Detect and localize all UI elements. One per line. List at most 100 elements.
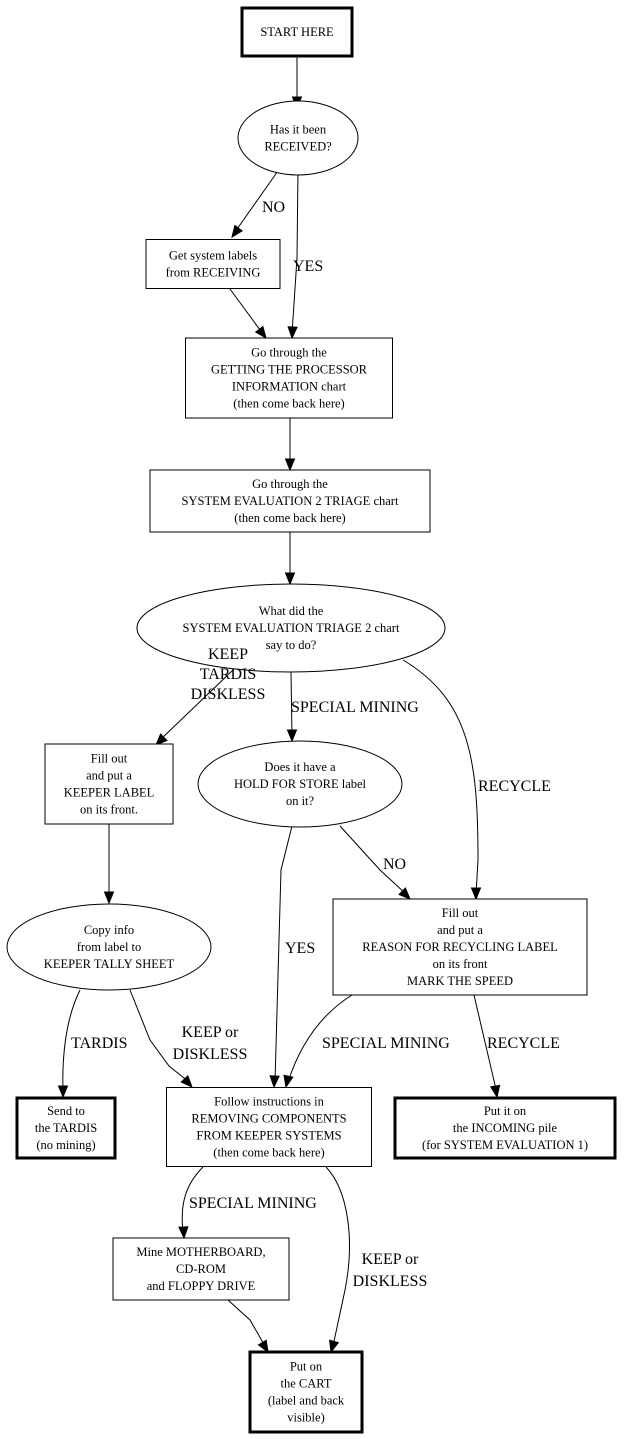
edge-line [402, 659, 479, 896]
node-start[interactable]: START HERE [240, 6, 354, 58]
node-text: and put a [86, 769, 132, 783]
edge-line [181, 1166, 204, 1233]
edge-label: DISKLESS [353, 1273, 428, 1290]
node-text: CD-ROM [176, 1262, 226, 1276]
edge-label: NO [383, 856, 406, 873]
edge-get_labels-to-processor_info [229, 288, 267, 340]
node-text: INFORMATION chart [232, 380, 347, 394]
arrowhead-icon [269, 1075, 280, 1089]
arrowhead-icon [254, 325, 267, 340]
edge-start-to-received [291, 57, 303, 110]
arrowhead-icon [284, 572, 296, 586]
edge-what_did-to-recycle_label [402, 659, 482, 901]
node-text: on its front. [80, 803, 138, 817]
arrowhead-icon [180, 1074, 193, 1088]
edge-line [159, 669, 234, 741]
node-text: the CART [281, 1377, 332, 1391]
node-text: Send to [47, 1104, 85, 1118]
node-text: (then come back here) [234, 511, 345, 525]
node-text: KEEPER TALLY SHEET [44, 957, 175, 971]
node-text: Put on [290, 1360, 323, 1374]
node-get-labels[interactable]: Get system labels from RECEIVING [145, 239, 281, 289]
process-box [112, 1237, 290, 1301]
edge-label: SPECIAL MINING [322, 1035, 450, 1052]
terminal-box [240, 6, 354, 58]
edge-removing-to-mine [178, 1166, 204, 1240]
edge-label: KEEP or [182, 1024, 239, 1041]
arrowhead-icon [155, 733, 168, 746]
edge-line [325, 1166, 350, 1347]
edge-label: SPECIAL MINING [189, 1195, 317, 1212]
node-text: Put it on [484, 1104, 527, 1118]
edge-label: KEEP [208, 646, 248, 663]
arrowhead-icon [283, 1074, 294, 1089]
node-text: the TARDIS [35, 1121, 97, 1135]
edge-line [291, 168, 299, 335]
process-box [185, 337, 393, 419]
node-text: (label and back [268, 1394, 345, 1408]
decision-ellipse [237, 100, 359, 176]
edge-hold_store-to-removing [269, 825, 293, 1089]
edge-line [290, 671, 293, 738]
edge-triage-to-what_did [284, 532, 296, 586]
edge-label: DISKLESS [173, 1046, 248, 1063]
node-text: from label to [77, 940, 142, 954]
edge-copy_info-to-tardis [57, 989, 81, 1099]
node-text: MARK THE SPEED [407, 974, 513, 988]
arrowhead-icon [470, 887, 482, 901]
edge-recycle_label-to-removing [283, 994, 353, 1089]
node-text: Has it been [270, 123, 327, 137]
edge-line [229, 288, 264, 335]
node-text: REASON FOR RECYCLING LABEL [362, 940, 558, 954]
edge-mine-to-cart [227, 1299, 269, 1354]
edge-line [274, 825, 293, 1083]
node-text: REMOVING COMPONENTS [191, 1112, 346, 1126]
edge-removing-to-cart [325, 1166, 350, 1354]
edge-line [287, 994, 353, 1083]
arrowhead-icon [286, 729, 298, 743]
node-text: Go through the [252, 477, 328, 491]
node-text: Go through the [251, 346, 327, 360]
edge-line [339, 825, 408, 896]
node-text: Fill out [91, 752, 128, 766]
edge-label: DISKLESS [191, 686, 266, 703]
node-text: on its front [433, 957, 488, 971]
node-text: say to do? [266, 638, 317, 652]
arrowhead-icon [257, 1339, 269, 1354]
edge-copy_info-to-removing [129, 989, 193, 1088]
edge-label: RECYCLE [487, 1035, 560, 1052]
node-text: the INCOMING pile [453, 1121, 558, 1135]
edge-what_did-to-keeper_label [155, 669, 234, 746]
node-text: Get system labels [169, 249, 257, 263]
node-text: Fill out [442, 906, 479, 920]
node-text: SYSTEM EVALUATION TRIAGE 2 chart [183, 621, 400, 635]
arrowhead-icon [284, 458, 296, 472]
edge-received-to-processor_info [287, 168, 299, 340]
node-text: HOLD FOR STORE label [234, 777, 367, 791]
node-text: from RECEIVING [166, 266, 261, 280]
process-box [332, 898, 588, 996]
arrowhead-icon [329, 1339, 340, 1354]
process-box [149, 469, 431, 533]
terminal-box [15, 1096, 117, 1160]
edge-line [227, 1299, 266, 1347]
arrowhead-icon [287, 326, 298, 340]
edge-label: SPECIAL MINING [291, 699, 419, 716]
node-text: RECEIVED? [264, 140, 332, 154]
edge-label: TARDIS [200, 666, 257, 683]
node-text: and FLOPPY DRIVE [147, 1279, 256, 1293]
terminal-box [248, 1350, 364, 1434]
